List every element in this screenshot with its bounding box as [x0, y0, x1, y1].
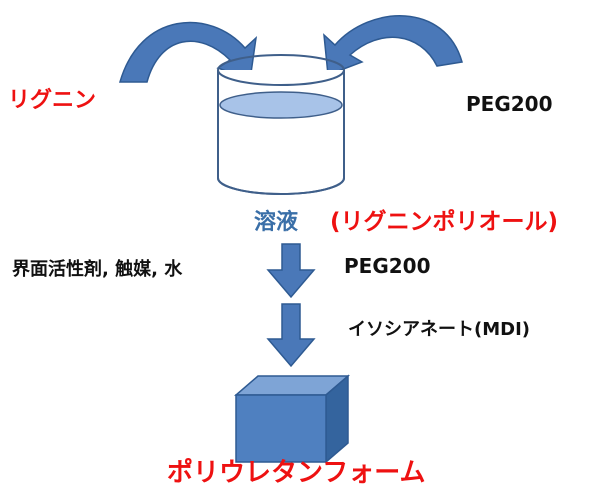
solution-label: 溶液 [254, 210, 299, 235]
peg200-mid-label: PEG200 [344, 254, 431, 278]
foam-block-icon [233, 374, 351, 464]
product-label: ポリウレタンフォーム [167, 458, 426, 488]
isocyanate-label: イソシアネート(MDI) [348, 319, 531, 340]
peg200-top-label: PEG200 [466, 92, 553, 116]
down-arrow-1-icon [266, 243, 316, 299]
lignin-label: リグニン [8, 88, 97, 113]
beaker-icon [217, 54, 345, 195]
lignin-polyol-label: (リグニンポリオール) [330, 209, 559, 235]
curved-arrow-left-icon [119, 21, 258, 83]
additives-label: 界面活性剤, 触媒, 水 [12, 259, 183, 280]
curved-arrow-right-icon [323, 15, 463, 77]
down-arrow-2-icon [266, 303, 316, 368]
